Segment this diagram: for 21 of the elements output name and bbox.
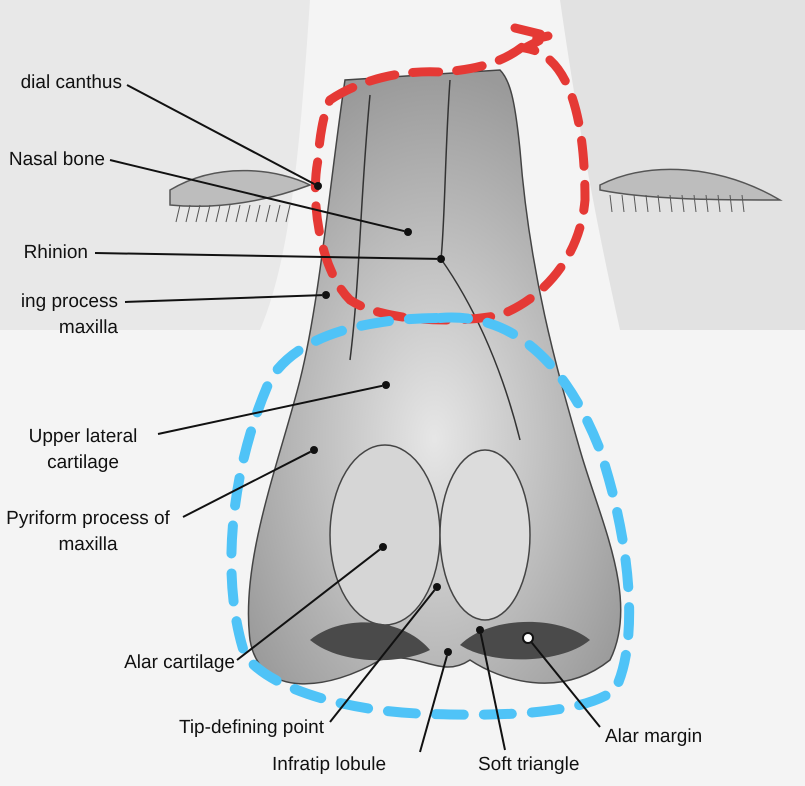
part-label: Alar margin: [605, 724, 725, 750]
leader-line: [182, 450, 311, 518]
part-label: dial canthus: [0, 70, 122, 96]
part-label: Infratip lobule: [272, 752, 422, 778]
part-label: Soft triangle: [478, 752, 608, 778]
pointer-dot: [314, 182, 322, 190]
leader-line: [94, 252, 438, 260]
leader-line: [126, 84, 315, 186]
part-label: Alar cartilage: [100, 650, 235, 676]
leader-line: [480, 634, 506, 750]
part-label: Rhinion: [8, 240, 88, 266]
part-label: Pyriform process of maxilla: [0, 506, 176, 558]
part-label: ing process maxilla: [0, 289, 118, 341]
leader-line: [124, 294, 322, 303]
part-label: Tip-defining point: [140, 715, 324, 741]
leader-line: [419, 656, 448, 752]
leader-line: [531, 642, 601, 728]
leader-line: [158, 384, 382, 435]
leader-line: [110, 159, 404, 232]
part-label: Nasal bone: [0, 147, 105, 173]
part-label: Upper lateral cartilage: [12, 424, 154, 476]
